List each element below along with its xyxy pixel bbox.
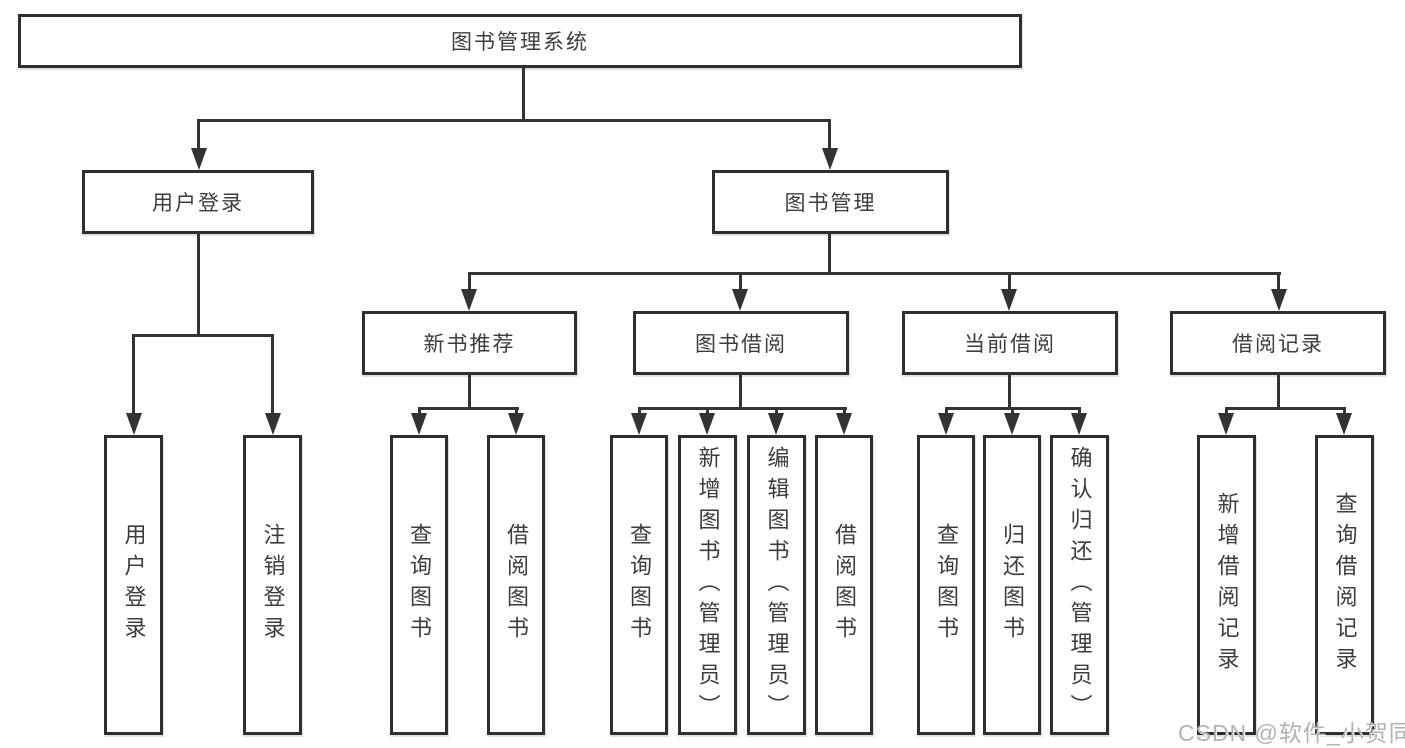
watermark: CSDN @软件_小贺同学	[1178, 720, 1405, 746]
connector-line	[638, 407, 641, 415]
node-label: 借阅图书	[832, 523, 857, 647]
connector-line	[706, 407, 709, 415]
node-user-login: 用户登录	[82, 170, 314, 234]
arrow-down-icon	[1001, 289, 1017, 311]
connector-line	[1277, 272, 1280, 290]
arrow-down-icon	[631, 413, 647, 435]
connector-line	[522, 68, 525, 120]
arrow-down-icon	[191, 148, 207, 170]
node-leaf-add-book-admin: 新增图书（管理员）	[678, 435, 737, 735]
node-label: 新增图书（管理员）	[695, 445, 721, 725]
connector-line	[515, 407, 518, 415]
node-leaf-query-books-recommend: 查询图书	[390, 435, 448, 735]
node-label: 借阅图书	[504, 523, 529, 647]
node-label: 编辑图书（管理员）	[764, 445, 790, 725]
connector-line	[1008, 272, 1011, 290]
arrow-down-icon	[508, 413, 524, 435]
connector-line	[945, 407, 948, 415]
arrow-down-icon	[768, 413, 784, 435]
node-label: 查询借阅记录	[1332, 492, 1358, 678]
node-library-management-system: 图书管理系统	[18, 14, 1022, 68]
node-label: 新书推荐	[423, 333, 516, 356]
node-label: 当前借阅	[964, 333, 1056, 356]
arrow-down-icon	[1071, 413, 1087, 435]
arrow-down-icon	[461, 289, 477, 311]
node-leaf-logout: 注销登录	[243, 435, 302, 735]
node-label: 归还图书	[1000, 523, 1025, 647]
arrow-down-icon	[822, 148, 838, 170]
connector-line	[1008, 373, 1011, 409]
connector-line	[1343, 407, 1346, 415]
connector-line	[1078, 407, 1081, 415]
node-label: 查询图书	[934, 523, 959, 647]
node-label: 用户登录	[121, 523, 147, 647]
connector-line	[197, 232, 200, 336]
arrow-down-icon	[836, 413, 852, 435]
node-leaf-add-borrow-record: 新增借阅记录	[1197, 435, 1256, 735]
arrow-down-icon	[1336, 413, 1352, 435]
connector-line	[132, 334, 135, 414]
node-book-management: 图书管理	[712, 170, 949, 234]
node-label: 查询图书	[407, 523, 432, 647]
connector-line	[739, 272, 742, 290]
node-borrowing-records: 借阅记录	[1170, 311, 1386, 375]
node-leaf-user-login: 用户登录	[104, 435, 163, 735]
connector-line	[638, 407, 847, 410]
connector-line	[197, 119, 200, 151]
connector-line	[468, 272, 1281, 275]
arrow-down-icon	[1218, 413, 1234, 435]
arrow-down-icon	[1271, 289, 1287, 311]
arrow-down-icon	[411, 413, 427, 435]
node-leaf-query-borrow-record: 查询借阅记录	[1315, 435, 1374, 735]
connector-line	[197, 119, 831, 122]
connector-line	[1011, 407, 1014, 415]
connector-line	[775, 407, 778, 415]
connector-line	[1277, 373, 1280, 409]
connector-line	[828, 232, 831, 274]
node-leaf-borrow-books-recommend: 借阅图书	[487, 435, 545, 735]
node-label: 查询图书	[627, 523, 652, 647]
connector-line	[739, 373, 742, 409]
connector-line	[1225, 407, 1346, 410]
node-new-book-recommendation: 新书推荐	[362, 311, 577, 375]
connector-line	[468, 272, 471, 290]
arrow-down-icon	[265, 413, 281, 435]
arrow-down-icon	[126, 413, 142, 435]
node-leaf-edit-book-admin: 编辑图书（管理员）	[747, 435, 806, 735]
node-label: 图书借阅	[695, 333, 787, 356]
node-label: 图书管理系统	[451, 31, 589, 54]
node-label: 注销登录	[260, 523, 286, 647]
node-leaf-return-books: 归还图书	[983, 435, 1041, 735]
node-label: 新增借阅记录	[1214, 492, 1240, 678]
node-label: 借阅记录	[1232, 333, 1324, 356]
node-leaf-query-books-borrowing: 查询图书	[610, 435, 668, 735]
node-leaf-query-books-current: 查询图书	[917, 435, 975, 735]
node-label: 图书管理	[784, 192, 877, 215]
connector-line	[1225, 407, 1228, 415]
node-current-borrowing: 当前借阅	[902, 311, 1118, 375]
connector-line	[828, 119, 831, 151]
connector-line	[468, 373, 471, 409]
connector-line	[132, 334, 274, 337]
arrow-down-icon	[699, 413, 715, 435]
connector-line	[418, 407, 421, 415]
connector-line	[418, 407, 519, 410]
arrow-down-icon	[732, 289, 748, 311]
node-label: 用户登录	[152, 192, 244, 215]
node-label: 确认归还（管理员）	[1067, 445, 1093, 725]
connector-line	[843, 407, 846, 415]
arrow-down-icon	[1004, 413, 1020, 435]
connector-line	[271, 334, 274, 414]
node-leaf-confirm-return-admin: 确认归还（管理员）	[1050, 435, 1109, 735]
node-book-borrowing: 图书借阅	[633, 311, 849, 375]
arrow-down-icon	[938, 413, 954, 435]
node-leaf-borrow-books-borrowing: 借阅图书	[815, 435, 873, 735]
